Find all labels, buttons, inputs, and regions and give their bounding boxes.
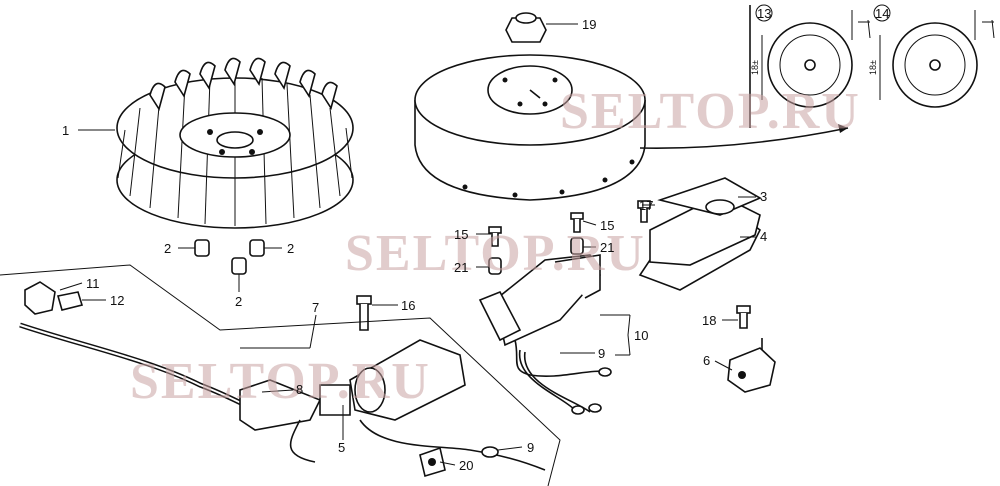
callout-15-right: 15 <box>600 218 614 233</box>
callout-20: 20 <box>459 458 473 473</box>
coil-group-outline <box>0 264 561 486</box>
ignition-coil <box>239 339 546 471</box>
callout-18: 18 <box>702 313 716 328</box>
callout-4: 4 <box>760 229 767 244</box>
screw-15-lower <box>488 226 502 247</box>
collar-21-upper <box>570 237 584 255</box>
callout-7: 7 <box>312 300 319 315</box>
callout-16: 16 <box>401 298 415 313</box>
callout-12: 12 <box>110 293 124 308</box>
callout-17: 17 <box>639 198 653 213</box>
callout-10: 10 <box>634 328 648 343</box>
watermark-bottom: SELTOP.RU <box>130 353 431 410</box>
inset-dimension-13: 18± <box>750 60 760 75</box>
flywheel <box>414 54 646 201</box>
contact-breaker-points <box>727 338 776 393</box>
callout-11: 11 <box>86 276 100 291</box>
inset-dimension-14: 18± <box>868 60 878 75</box>
wire-clip <box>419 446 446 478</box>
callout-15-left: 15 <box>454 227 468 242</box>
callout-2-right: 2 <box>287 241 294 256</box>
callout-9-lower: 9 <box>527 440 534 455</box>
callout-2-bottom: 2 <box>235 294 242 309</box>
timing-inset <box>749 5 995 128</box>
screw-18 <box>736 305 751 329</box>
svg-text:13: 13 <box>757 6 771 21</box>
spacer-collars <box>194 239 265 275</box>
callout-5: 5 <box>338 440 345 455</box>
arrow-head-icon <box>838 124 848 133</box>
breaker-cover <box>638 177 762 291</box>
callout-9-upper: 9 <box>598 346 605 361</box>
callout-21-right: 21 <box>600 240 614 255</box>
callout-8: 8 <box>296 382 303 397</box>
leader-lines <box>59 23 756 466</box>
watermark-top: SELTOP.RU <box>560 83 861 140</box>
screw-15-upper <box>570 212 584 233</box>
bolt-16 <box>356 295 372 331</box>
cooling-fan <box>116 57 354 229</box>
callout-2-left: 2 <box>164 241 171 256</box>
inset-marker-14: 14 <box>873 4 891 22</box>
watermark-middle: SELTOP.RU <box>345 225 646 282</box>
callout-21-left: 21 <box>454 260 468 275</box>
collar-21-lower <box>488 257 502 275</box>
flywheel-nut <box>505 12 547 43</box>
inset-marker-13: 13 <box>755 4 773 22</box>
inset-pointer-arrow <box>639 127 849 149</box>
svg-text:14: 14 <box>875 6 889 21</box>
callout-3: 3 <box>760 189 767 204</box>
callout-1: 1 <box>62 123 69 138</box>
callout-19: 19 <box>582 17 596 32</box>
exciter-coil <box>478 254 612 415</box>
callout-6: 6 <box>703 353 710 368</box>
